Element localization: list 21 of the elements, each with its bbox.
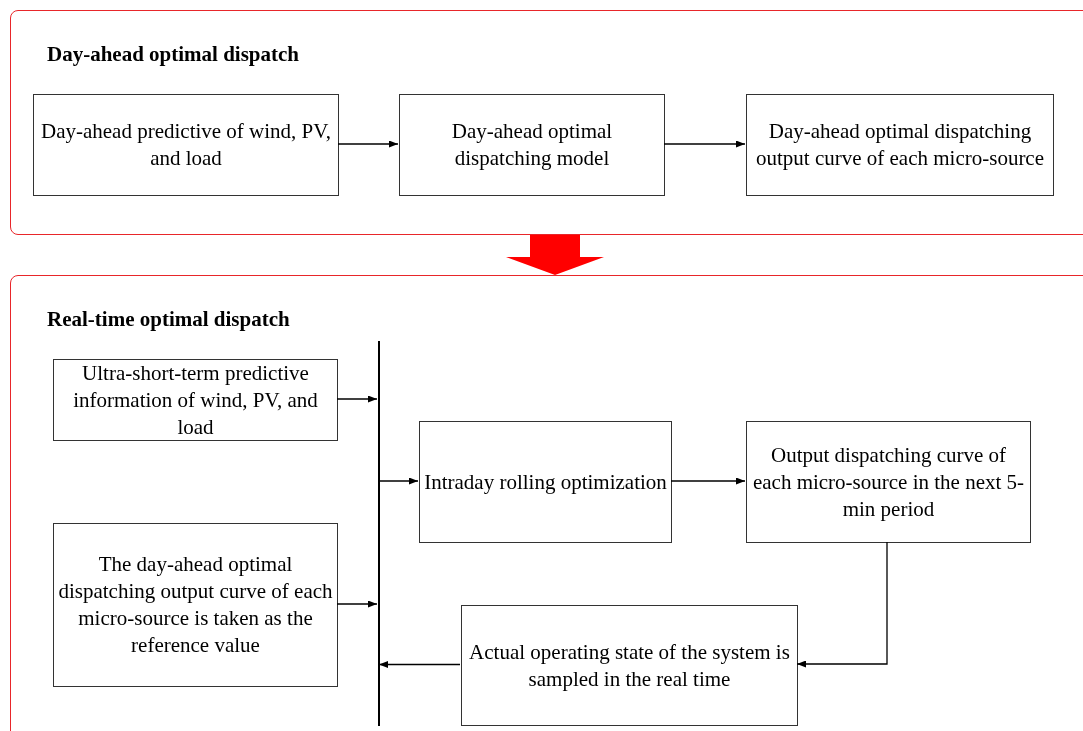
process-box: Ultra-short-term predictive information of wind, PV, and load xyxy=(53,359,338,441)
process-box: Actual operating state of the system is sampled in the real time xyxy=(461,605,798,726)
process-box: The day-ahead optimal dispatching output curve of each micro-source is taken as the reference value xyxy=(53,523,338,687)
group-panel xyxy=(10,10,1083,235)
arrow xyxy=(796,541,888,668)
arrow xyxy=(336,395,378,403)
arrow xyxy=(670,477,746,485)
arrow xyxy=(337,140,399,148)
group-panel xyxy=(10,275,1083,731)
arrow xyxy=(378,477,419,485)
process-box: Output dispatching curve of each micro-source in the next 5-min period xyxy=(746,421,1031,543)
arrow xyxy=(378,661,461,668)
process-box: Day-ahead optimal dispatching output curve of each micro-source xyxy=(746,94,1054,196)
panel-heading: Day-ahead optimal dispatch xyxy=(47,41,300,68)
process-box: Day-ahead optimal dispatching model xyxy=(399,94,665,196)
block-arrow xyxy=(506,235,604,275)
panel-heading: Real-time optimal dispatch xyxy=(47,306,290,333)
arrow xyxy=(336,600,378,608)
arrow xyxy=(663,140,746,148)
process-box: Intraday rolling optimization xyxy=(419,421,672,543)
process-box: Day-ahead predictive of wind, PV, and load xyxy=(33,94,339,196)
